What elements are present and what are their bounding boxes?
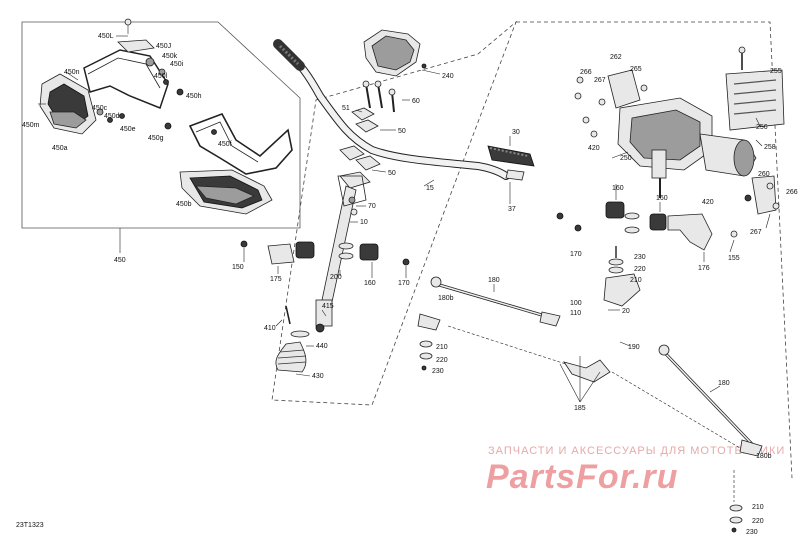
- label-450d: 450d: [104, 113, 120, 120]
- handguard-right: [179, 169, 273, 215]
- label-160-mid: 160: [612, 185, 624, 192]
- handlebar-clamp-bolts: [339, 80, 396, 171]
- label-230-left: 230: [432, 368, 444, 375]
- handlebar-pad: [363, 29, 427, 77]
- label-230-right: 230: [746, 529, 758, 536]
- label-110: 110: [570, 310, 581, 317]
- label-450J: 450J: [156, 43, 171, 50]
- tie-rod-lower-right: [611, 344, 763, 533]
- label-450m: 450m: [22, 122, 40, 129]
- label-440: 440: [316, 343, 328, 350]
- label-220-right: 220: [752, 518, 764, 525]
- label-210-right: 210: [752, 504, 764, 511]
- label-160-right: 160: [656, 195, 668, 202]
- label-255: 255: [770, 68, 782, 75]
- tie-rod-lower-left: [419, 325, 611, 383]
- label-155: 155: [728, 255, 740, 262]
- label-410: 410: [264, 325, 276, 332]
- label-50-upper: 50: [398, 128, 406, 135]
- label-266-lower: 266: [786, 189, 798, 196]
- steering-boot: [275, 305, 310, 373]
- label-220-left: 220: [436, 357, 448, 364]
- label-450b: 450b: [176, 201, 192, 208]
- label-420-upper: 420: [588, 145, 600, 152]
- label-180b-lower: 180b: [756, 453, 772, 460]
- label-420-lower: 420: [702, 199, 714, 206]
- label-175: 175: [270, 276, 282, 283]
- label-220-mid: 220: [634, 266, 646, 273]
- label-180-upper: 180: [488, 277, 500, 284]
- label-415: 415: [322, 303, 334, 310]
- label-450: 450: [114, 257, 126, 264]
- label-260: 260: [758, 171, 770, 178]
- label-37: 37: [508, 206, 516, 213]
- label-240: 240: [442, 73, 454, 80]
- label-450k: 450k: [162, 53, 178, 60]
- watermark-caption: ЗАПЧАСТИ И АКСЕССУАРЫ ДЛЯ МОТОТЕХНИКИ: [488, 445, 785, 457]
- label-450g: 450g: [148, 135, 164, 142]
- label-150: 150: [232, 264, 244, 271]
- label-200: 200: [330, 274, 342, 281]
- label-70: 70: [368, 203, 376, 210]
- grip-right: [487, 145, 535, 181]
- label-265: 265: [630, 66, 642, 73]
- label-20: 20: [622, 308, 630, 315]
- label-10: 10: [360, 219, 368, 226]
- label-267-lower: 267: [750, 229, 762, 236]
- leader-lines: [38, 35, 771, 403]
- label-266-upper: 266: [580, 69, 592, 76]
- power-steering-unit: [607, 46, 785, 215]
- tie-rod-upper: [417, 276, 561, 331]
- column-bearings: [240, 240, 410, 266]
- steering-column-outline: [271, 20, 517, 406]
- label-450a: 450a: [52, 145, 68, 152]
- label-15: 15: [426, 185, 434, 192]
- label-210-left: 210: [436, 344, 448, 351]
- steering-arm: [603, 246, 641, 307]
- label-60: 60: [412, 98, 420, 105]
- label-450L: 450L: [98, 33, 114, 40]
- label-170-left: 170: [398, 280, 410, 287]
- handguard-inset-frame: [21, 21, 301, 229]
- label-230-mid: 230: [634, 254, 646, 261]
- label-210-mid: 210: [630, 277, 642, 284]
- handguard-left: [39, 73, 97, 135]
- label-51: 51: [342, 105, 350, 112]
- handguard-right-bracket: [188, 113, 293, 175]
- label-170-right: 170: [570, 251, 582, 258]
- label-180b-upper: 180b: [438, 295, 454, 302]
- watermark-logo: PartsFor.ru: [486, 458, 678, 496]
- label-450e: 450e: [120, 126, 136, 133]
- steering-group-outline: [516, 21, 793, 479]
- label-250: 250: [620, 155, 632, 162]
- label-450h: 450h: [186, 93, 202, 100]
- label-100: 100: [570, 300, 582, 307]
- label-450i: 450i: [170, 61, 184, 68]
- label-190: 190: [628, 344, 640, 351]
- label-50-lower: 50: [388, 170, 396, 177]
- label-267-upper: 267: [594, 77, 606, 84]
- label-450f: 450f: [218, 141, 232, 148]
- hardware-small: [574, 76, 780, 210]
- label-180-lower: 180: [718, 380, 730, 387]
- label-450n: 450n: [64, 69, 80, 76]
- handguard-bracket: [83, 18, 184, 130]
- label-160-left: 160: [364, 280, 376, 287]
- diagram-code: 23T1323: [16, 522, 44, 529]
- label-430: 430: [312, 373, 324, 380]
- support-bracket: [556, 201, 738, 251]
- label-176: 176: [698, 265, 710, 272]
- label-185: 185: [574, 405, 586, 412]
- label-450c: 450c: [92, 105, 108, 112]
- label-450l: 450l: [154, 73, 168, 80]
- label-262: 262: [610, 54, 622, 61]
- label-256: 256: [756, 124, 768, 131]
- part-number-labels: 450L 450J 450k 450i 450l 450n 450h 450c …: [22, 33, 798, 536]
- label-258: 258: [764, 144, 776, 151]
- label-30: 30: [512, 129, 520, 136]
- handlebar: [273, 39, 510, 180]
